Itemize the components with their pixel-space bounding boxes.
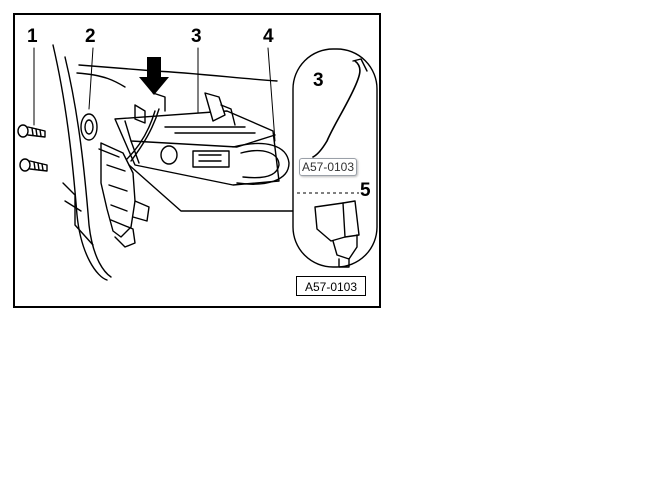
callout-3-detail: 3 [313, 70, 324, 91]
reference-code: A57-0103 [296, 276, 366, 296]
lock-housing [80, 113, 150, 248]
linkage-rod [126, 108, 300, 212]
callout-1: 1 [27, 26, 38, 47]
bolt-lower-icon [19, 158, 48, 172]
arrow-down-icon [139, 57, 169, 95]
diagram-frame: 1 2 3 4 3 5 A57-0103 A57-0103 [13, 13, 381, 308]
door-mechanism-drawing [17, 44, 378, 281]
tooltip-code: A57-0103 [299, 158, 357, 176]
bolt-upper-icon [17, 124, 46, 138]
callout-4: 4 [263, 26, 274, 47]
callout-3: 3 [191, 26, 202, 47]
callout-2: 2 [85, 26, 96, 47]
operating-unit [114, 92, 290, 186]
callout-5: 5 [360, 180, 371, 201]
